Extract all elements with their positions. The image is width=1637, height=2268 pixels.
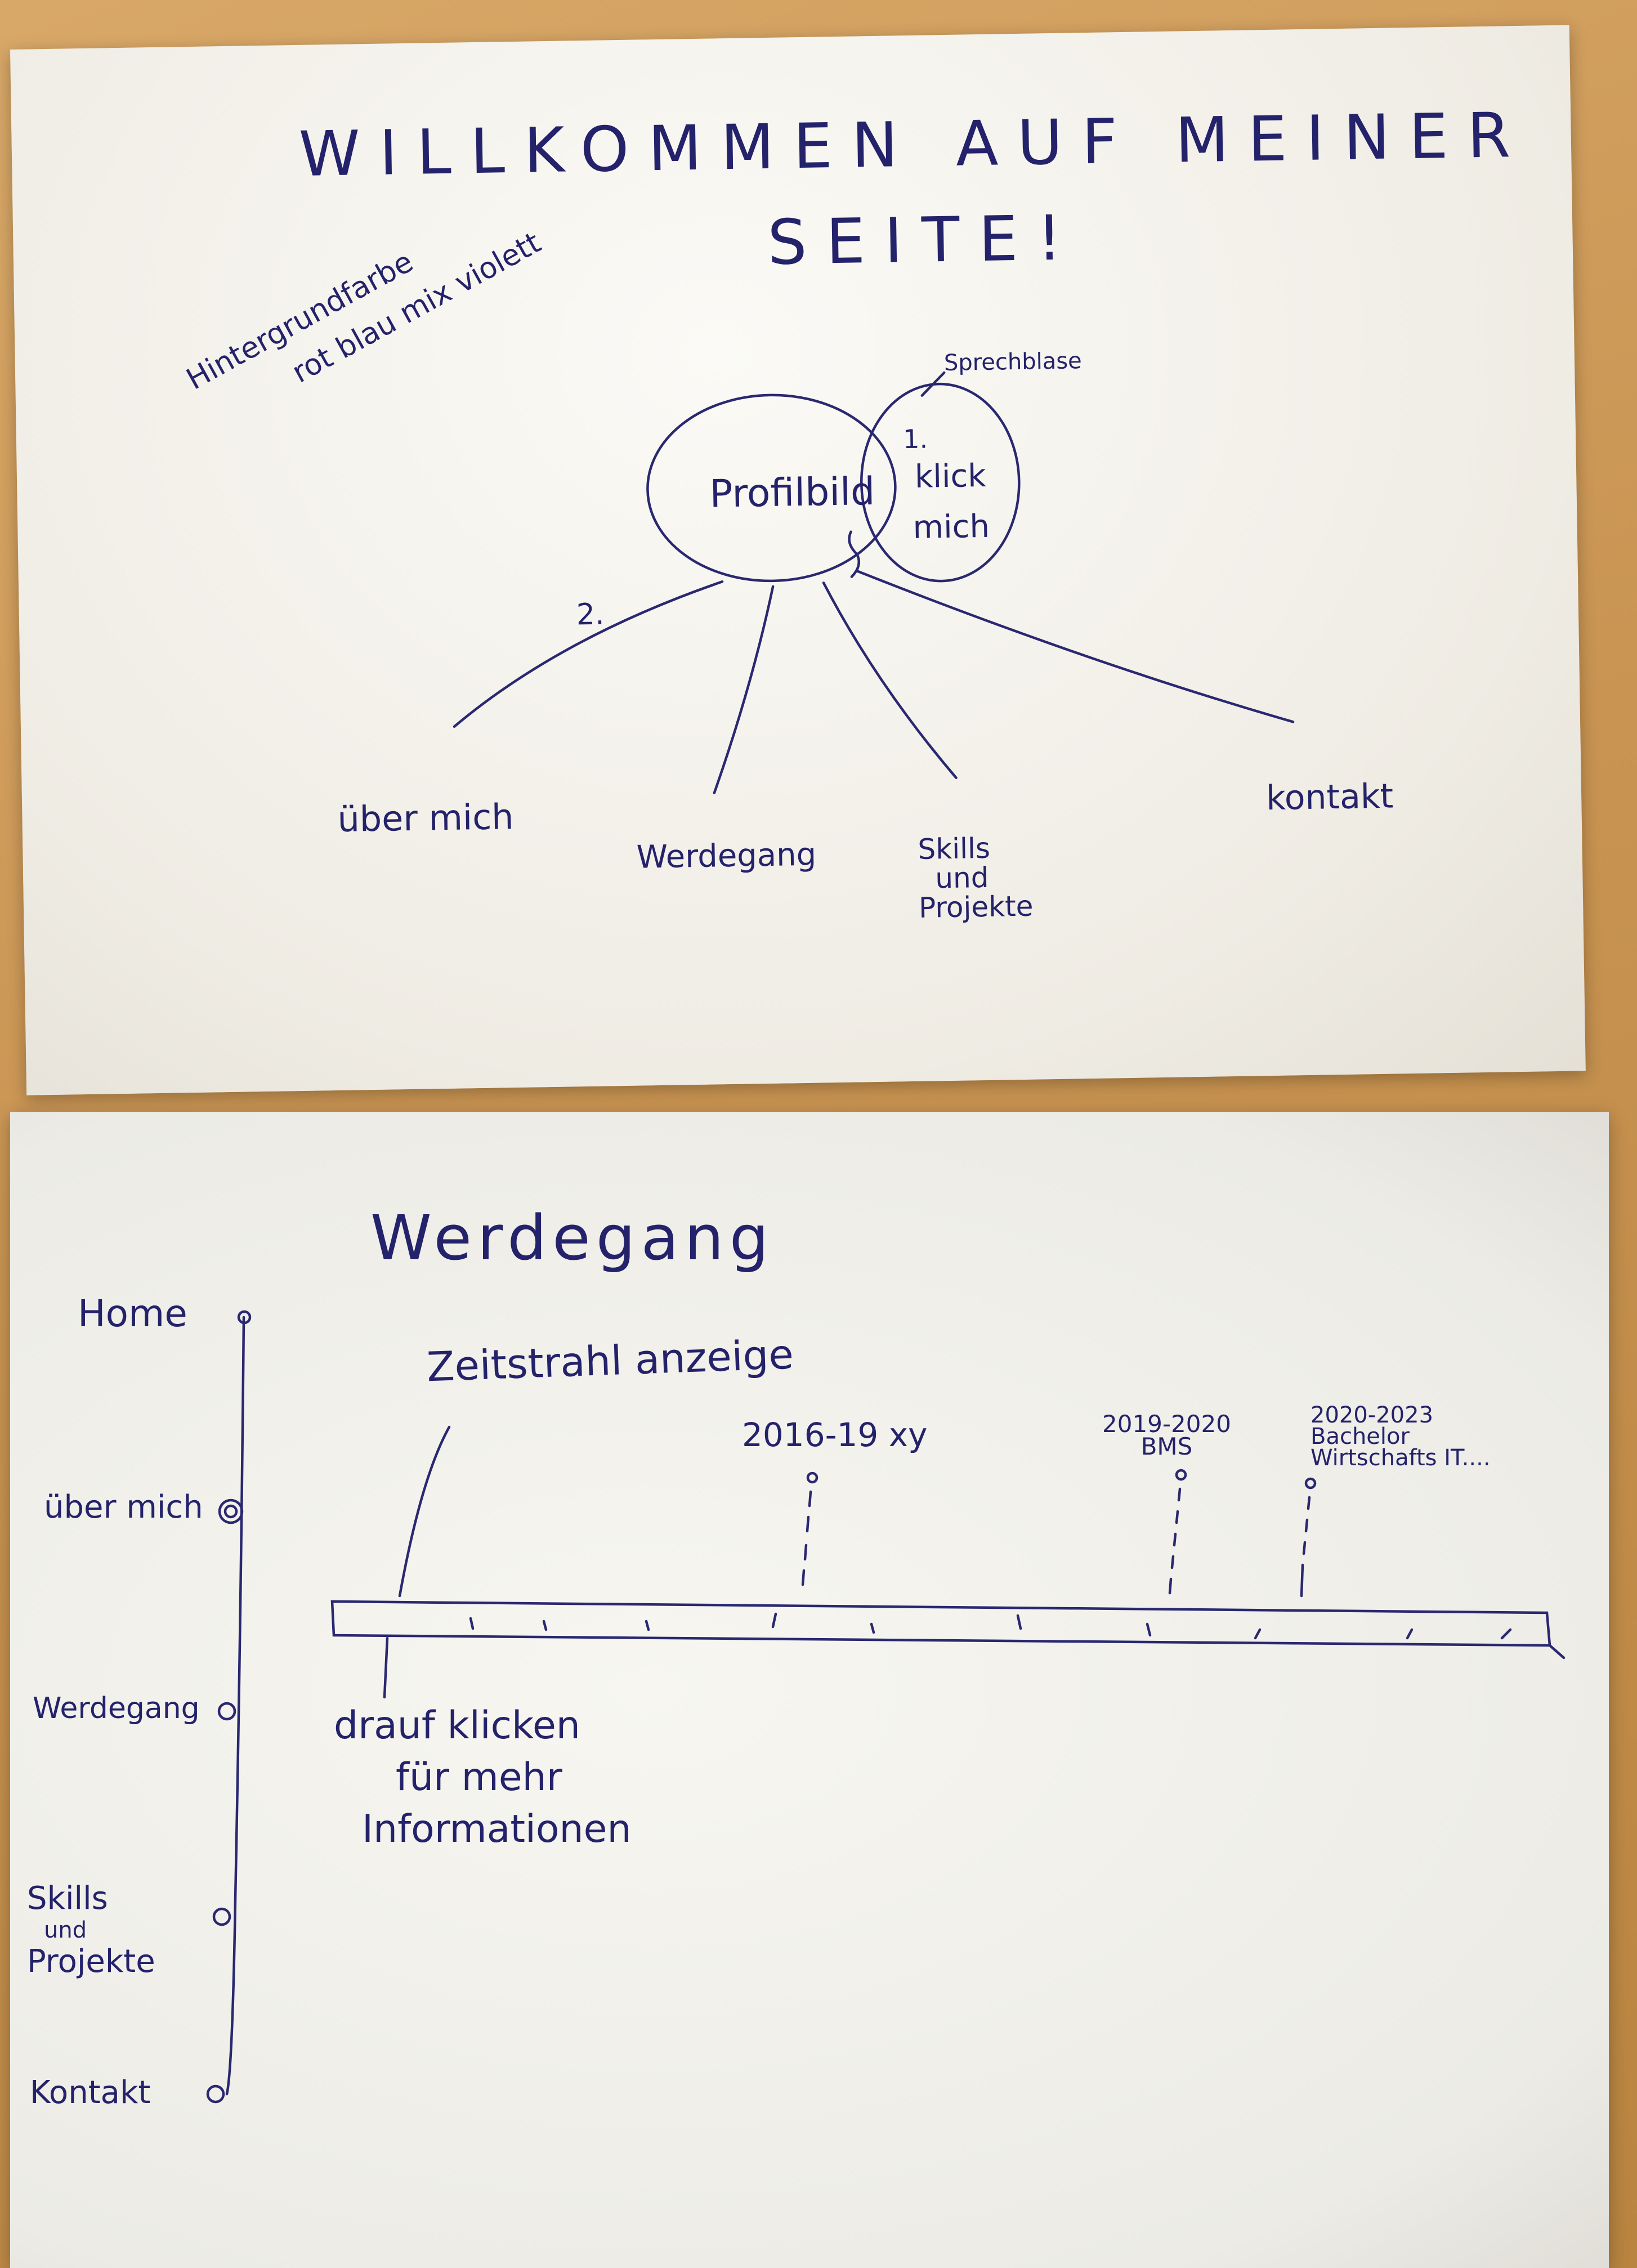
event-dash-2016 xyxy=(801,1490,812,1586)
sidebar-node-home xyxy=(237,1310,252,1325)
sidebar-node-career xyxy=(217,1702,236,1721)
click-note-pointer xyxy=(383,1636,389,1699)
timeline-tick xyxy=(1406,1628,1414,1640)
step-one-marker: 1. xyxy=(902,423,928,455)
event-label-2019: 2019-2020 BMS xyxy=(1102,1410,1231,1460)
step-two-marker: 2. xyxy=(576,597,605,632)
event-label-2016: 2016-19 xy xyxy=(742,1416,928,1454)
branch-line-contact xyxy=(856,570,1295,723)
click-info-note-line3: Informationen xyxy=(362,1807,632,1851)
event-label-2019-line2: BMS xyxy=(1140,1433,1193,1460)
click-me-line2: mich xyxy=(913,508,990,546)
sidebar-nav-line xyxy=(225,1316,245,2096)
event-marker-2016 xyxy=(806,1471,819,1484)
sidebar-node-about-inner xyxy=(223,1504,238,1519)
timeline-tick xyxy=(771,1612,777,1629)
career-sketch-sheet: Werdegang Home über mich Werdegang Skill… xyxy=(10,1112,1609,2268)
nav-label-contact: kontakt xyxy=(1265,776,1394,818)
nav-label-skills: Skills und Projekte xyxy=(918,831,1034,924)
branch-line-skills xyxy=(822,581,958,780)
click-info-note-line1: drauf klicken xyxy=(334,1703,580,1748)
landing-sketch-sheet: WILLKOMMEN AUF MEINER SEITE! Hintergrund… xyxy=(10,25,1586,1095)
click-me-text: klick mich xyxy=(911,451,990,553)
sidebar-node-about xyxy=(218,1498,244,1524)
profile-picture-circle xyxy=(646,393,897,583)
click-me-line1: klick xyxy=(914,457,987,495)
event-label-2020-line2: Bachelor xyxy=(1311,1424,1410,1450)
event-label-2020-line3: Wirtschafts IT.... xyxy=(1311,1445,1491,1471)
timeline-tick xyxy=(870,1622,875,1634)
timeline-tick xyxy=(469,1617,475,1630)
sidebar-item-home[interactable]: Home xyxy=(78,1292,187,1335)
sidebar-item-contact[interactable]: Kontakt xyxy=(30,2074,151,2111)
career-page-title: Werdegang xyxy=(370,1202,775,1274)
event-marker-2020 xyxy=(1304,1477,1317,1489)
profile-picture-label: Profilbild xyxy=(709,469,875,517)
event-dash-2019 xyxy=(1168,1487,1182,1595)
sidebar-item-skills-line3: Projekte xyxy=(27,1943,155,1980)
timeline-note-pointer xyxy=(398,1425,451,1598)
speech-bubble-label: Sprechblase xyxy=(943,348,1083,377)
sidebar-node-contact xyxy=(206,2084,225,2104)
timeline-tick xyxy=(1254,1628,1262,1640)
bubble-label-pointer xyxy=(920,371,946,397)
sidebar-item-skills-line2: und xyxy=(44,1917,87,1943)
timeline-tick xyxy=(1500,1628,1512,1640)
nav-label-skills-line1: Skills xyxy=(918,831,991,866)
sidebar-item-skills[interactable]: Skills und Projekte xyxy=(27,1883,155,1978)
nav-label-about: über mich xyxy=(337,796,515,840)
timeline-tick xyxy=(1016,1614,1022,1630)
branch-line-career xyxy=(713,585,775,794)
timeline-tick xyxy=(1146,1622,1152,1637)
sidebar-item-about[interactable]: über mich xyxy=(44,1489,203,1526)
timeline-tick xyxy=(645,1620,650,1631)
nav-label-skills-line3: Projekte xyxy=(918,889,1034,924)
timeline-end-tail xyxy=(1548,1644,1566,1659)
sidebar-item-skills-line1: Skills xyxy=(27,1880,108,1917)
career-sketch-lines xyxy=(206,1310,1566,2104)
event-label-2019-line1: 2019-2020 xyxy=(1102,1410,1231,1438)
event-label-2020: 2020-2023 Bachelor Wirtschafts IT.... xyxy=(1311,1404,1491,1469)
speech-bubble-circle xyxy=(860,382,1021,583)
sidebar-node-skills xyxy=(212,1907,231,1926)
sidebar-item-career[interactable]: Werdegang xyxy=(33,1692,200,1725)
event-dash-2020 xyxy=(1300,1496,1311,1598)
click-info-note: drauf klicken für mehr Informationen xyxy=(334,1700,632,1855)
event-label-2020-line1: 2020-2023 xyxy=(1311,1402,1434,1428)
nav-label-skills-line2: und xyxy=(934,861,989,895)
landing-sketch-lines xyxy=(453,371,1295,794)
branch-line-about xyxy=(453,580,724,728)
timeline-tick xyxy=(542,1620,548,1631)
welcome-title-line2: SEITE! xyxy=(767,202,1082,279)
nav-label-career: Werdegang xyxy=(636,836,817,876)
click-info-note-line2: für mehr xyxy=(396,1755,562,1800)
timeline-bar xyxy=(330,1600,1551,1647)
event-marker-2019 xyxy=(1175,1469,1187,1481)
